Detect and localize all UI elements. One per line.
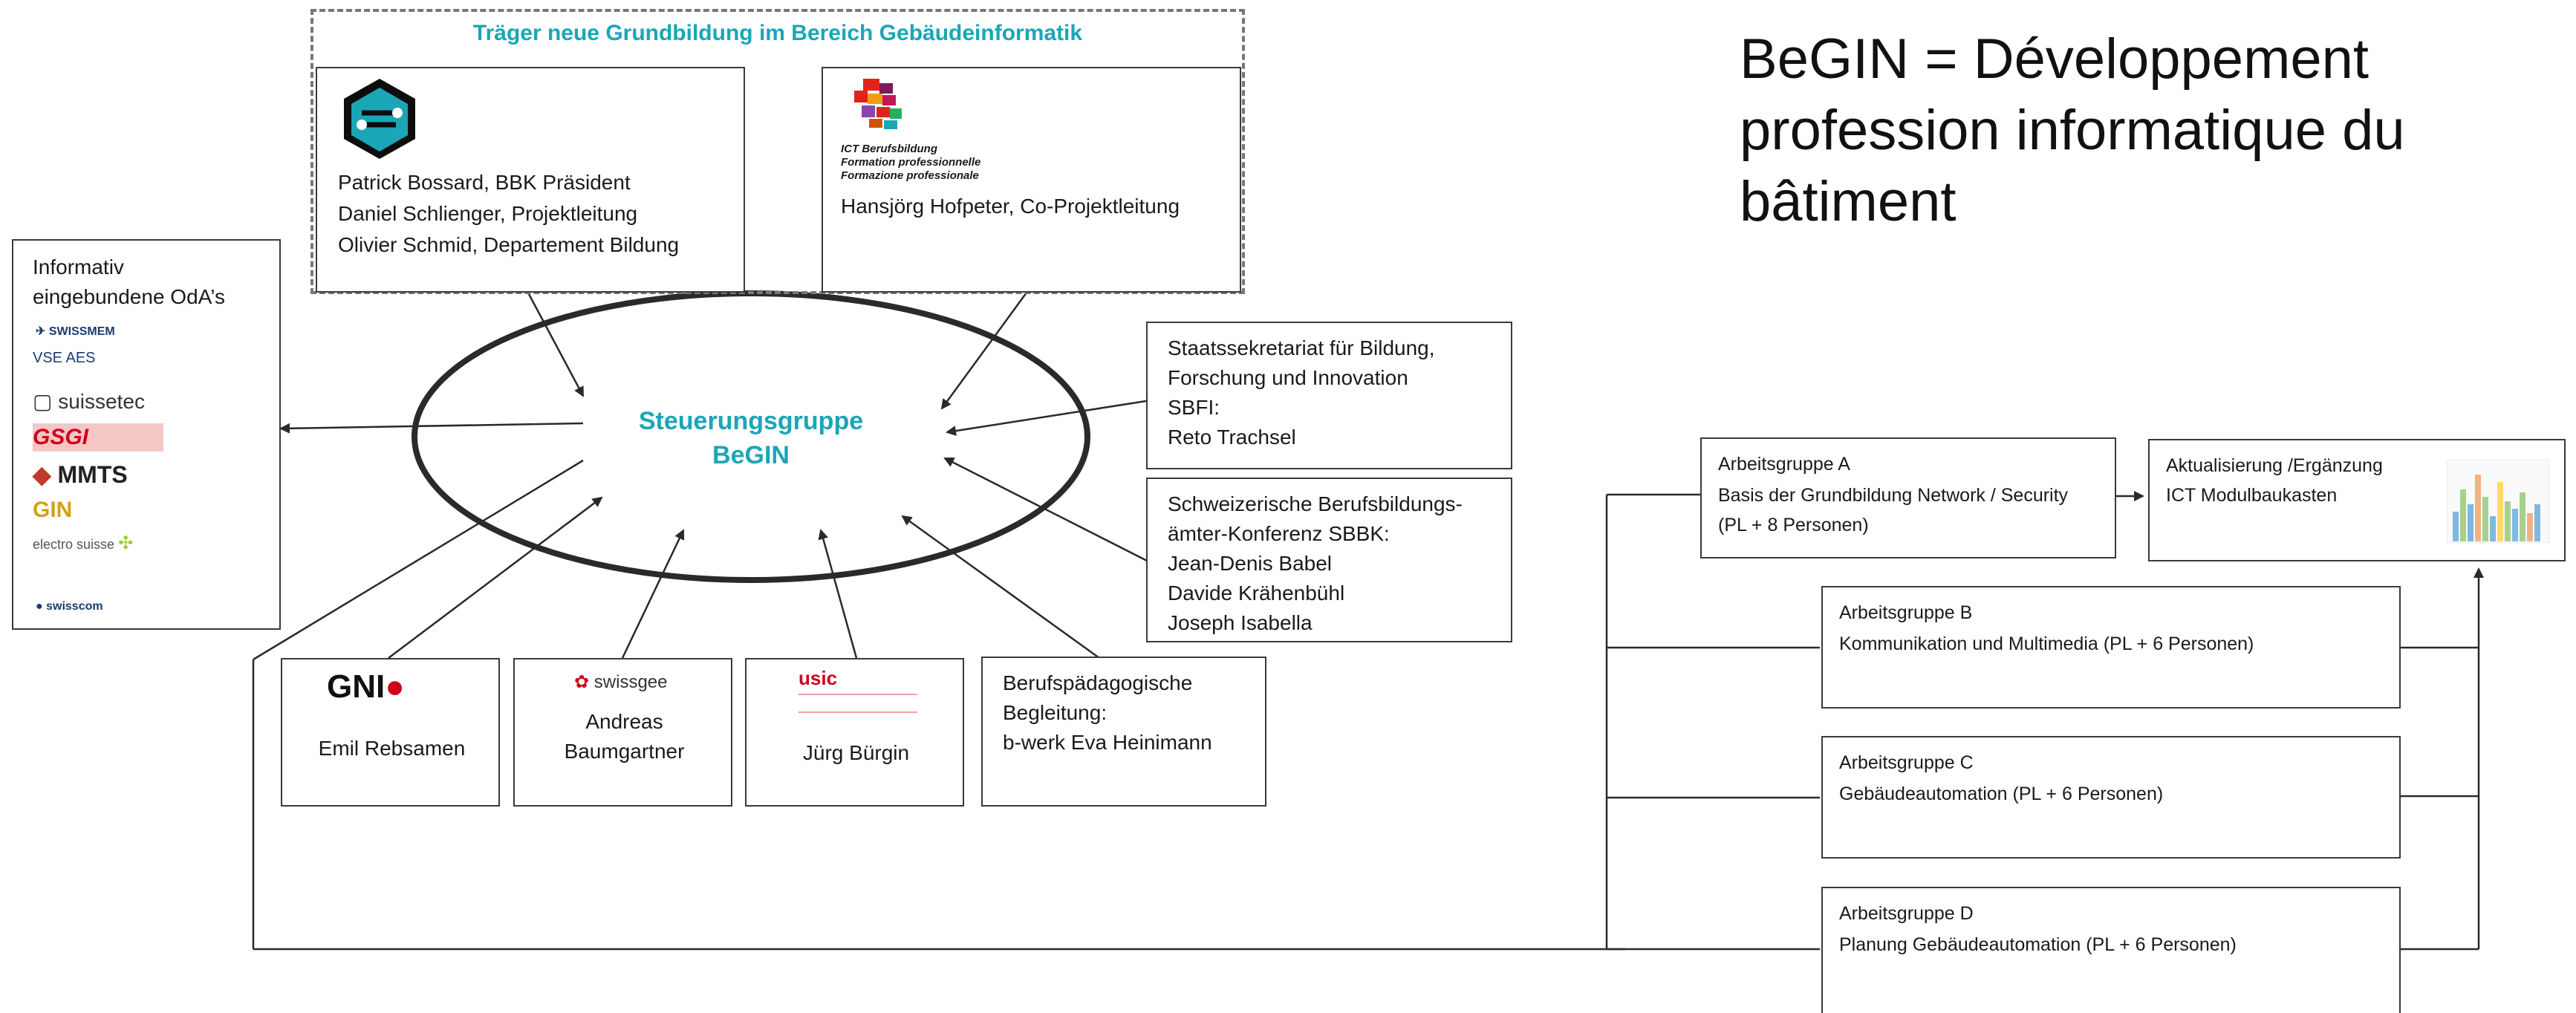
pedagogy-box: Berufspädagogische Begleitung: b-werk Ev… bbox=[981, 657, 1266, 807]
ict-update-text: Aktualisierung /Ergänzung ICT Modulbauka… bbox=[2166, 455, 2383, 506]
sbbk-text: Schweizerische Berufsbildungs- ämter-Kon… bbox=[1168, 492, 1463, 634]
oda-box: Informativ eingebundene OdA’s ✈ SWISSMEM… bbox=[12, 239, 281, 630]
working-group-d: Arbeitsgruppe D Planung Gebäudeautomatio… bbox=[1821, 887, 2401, 1013]
vse-aes-logo: VSE AES bbox=[33, 350, 96, 366]
wg-a-text: Basis der Grundbildung Network / Securit… bbox=[1718, 485, 2069, 535]
wg-b-text: Kommunikation und Multimedia (PL + 6 Per… bbox=[1839, 633, 2254, 654]
sbfi-box: Staatssekretariat für Bildung, Forschung… bbox=[1146, 322, 1512, 469]
headline: BeGIN = Développement profession informa… bbox=[1740, 27, 2405, 233]
usic-logo-tagline-icon bbox=[799, 694, 917, 713]
bbk-box: Patrick Bossard, BBK Präsident Daniel Sc… bbox=[316, 67, 745, 293]
sbfi-text: Staatssekretariat für Bildung, Forschung… bbox=[1168, 336, 1435, 449]
gsgi-logo: GSGI bbox=[33, 423, 163, 452]
sponsor-group bbox=[310, 9, 1245, 294]
module-chart-thumbnail-icon bbox=[2446, 459, 2550, 544]
member-name: Andreas Baumgartner bbox=[564, 710, 685, 763]
swissgee-logo: ✿ swissgee bbox=[574, 672, 668, 692]
sbbk-box: Schweizerische Berufsbildungs- ämter-Kon… bbox=[1146, 478, 1512, 642]
member-name: Jürg Bürgin bbox=[802, 741, 910, 764]
wg-c-text: Gebäudeautomation (PL + 6 Personen) bbox=[1839, 784, 2164, 804]
wg-a-title: Arbeitsgruppe A bbox=[1718, 454, 1850, 475]
oda-title: Informativ eingebundene OdA’s bbox=[33, 255, 225, 308]
ict-box: ICT Berufsbildung Formation professionne… bbox=[822, 67, 1241, 293]
wg-d-title: Arbeitsgruppe D bbox=[1839, 903, 1974, 924]
sponsor-group-title: Träger neue Grundbildung im Bereich Gebä… bbox=[472, 21, 1083, 45]
ict-berufsbildung-logo-icon bbox=[844, 79, 911, 138]
pedagogy-text: Berufspädagogische Begleitung: b-werk Ev… bbox=[1003, 671, 1212, 754]
bbk-person-1: Patrick Bossard, BBK Präsident bbox=[338, 171, 631, 194]
swissmem-logo: ✈ SWISSMEM bbox=[36, 325, 115, 338]
electrosuisse-logo: electro suisse ✣ bbox=[33, 533, 134, 553]
steering-line-1: Steuerungsgruppe bbox=[638, 407, 864, 435]
gni-logo: GNI● bbox=[327, 668, 405, 705]
working-group-a: Arbeitsgruppe A Basis der Grundbildung N… bbox=[1700, 437, 2116, 558]
bbk-person-3: Olivier Schmid, Departement Bildung bbox=[338, 233, 680, 256]
ict-logo-text: ICT Berufsbildung Formation professionne… bbox=[841, 143, 981, 182]
working-group-c: Arbeitsgruppe C Gebäudeautomation (PL + … bbox=[1821, 736, 2401, 859]
member-box-gni: GNI● Emil Rebsamen bbox=[281, 658, 500, 807]
steering-group-label: Steuerungsgruppe BeGIN bbox=[602, 404, 900, 472]
working-group-b: Arbeitsgruppe B Kommunikation und Multim… bbox=[1821, 586, 2401, 709]
mmts-logo: ◆ MMTS bbox=[33, 461, 128, 488]
bbk-hexagon-logo-icon bbox=[338, 77, 421, 160]
wg-d-text: Planung Gebäudeautomation (PL + 6 Person… bbox=[1839, 934, 2237, 955]
wg-b-title: Arbeitsgruppe B bbox=[1839, 602, 1973, 623]
bbk-person-2: Daniel Schlienger, Projektleitung bbox=[338, 202, 638, 225]
member-box-usic: usic Jürg Bürgin bbox=[745, 658, 964, 807]
member-name: Emil Rebsamen bbox=[318, 737, 466, 760]
member-box-swissgee: ✿ swissgee Andreas Baumgartner bbox=[513, 658, 732, 807]
suissetec-logo: ▢ suissetec bbox=[33, 390, 145, 413]
usic-logo: usic bbox=[799, 667, 838, 689]
wg-c-title: Arbeitsgruppe C bbox=[1839, 752, 1974, 773]
steering-line-2: BeGIN bbox=[712, 441, 790, 469]
ict-update-box: Aktualisierung /Ergänzung ICT Modulbauka… bbox=[2148, 439, 2566, 561]
ict-person-1: Hansjörg Hofpeter, Co-Projektleitung bbox=[841, 195, 1180, 218]
swisscom-logo: ● swisscom bbox=[36, 600, 103, 613]
gin-logo: GIN bbox=[33, 498, 73, 522]
